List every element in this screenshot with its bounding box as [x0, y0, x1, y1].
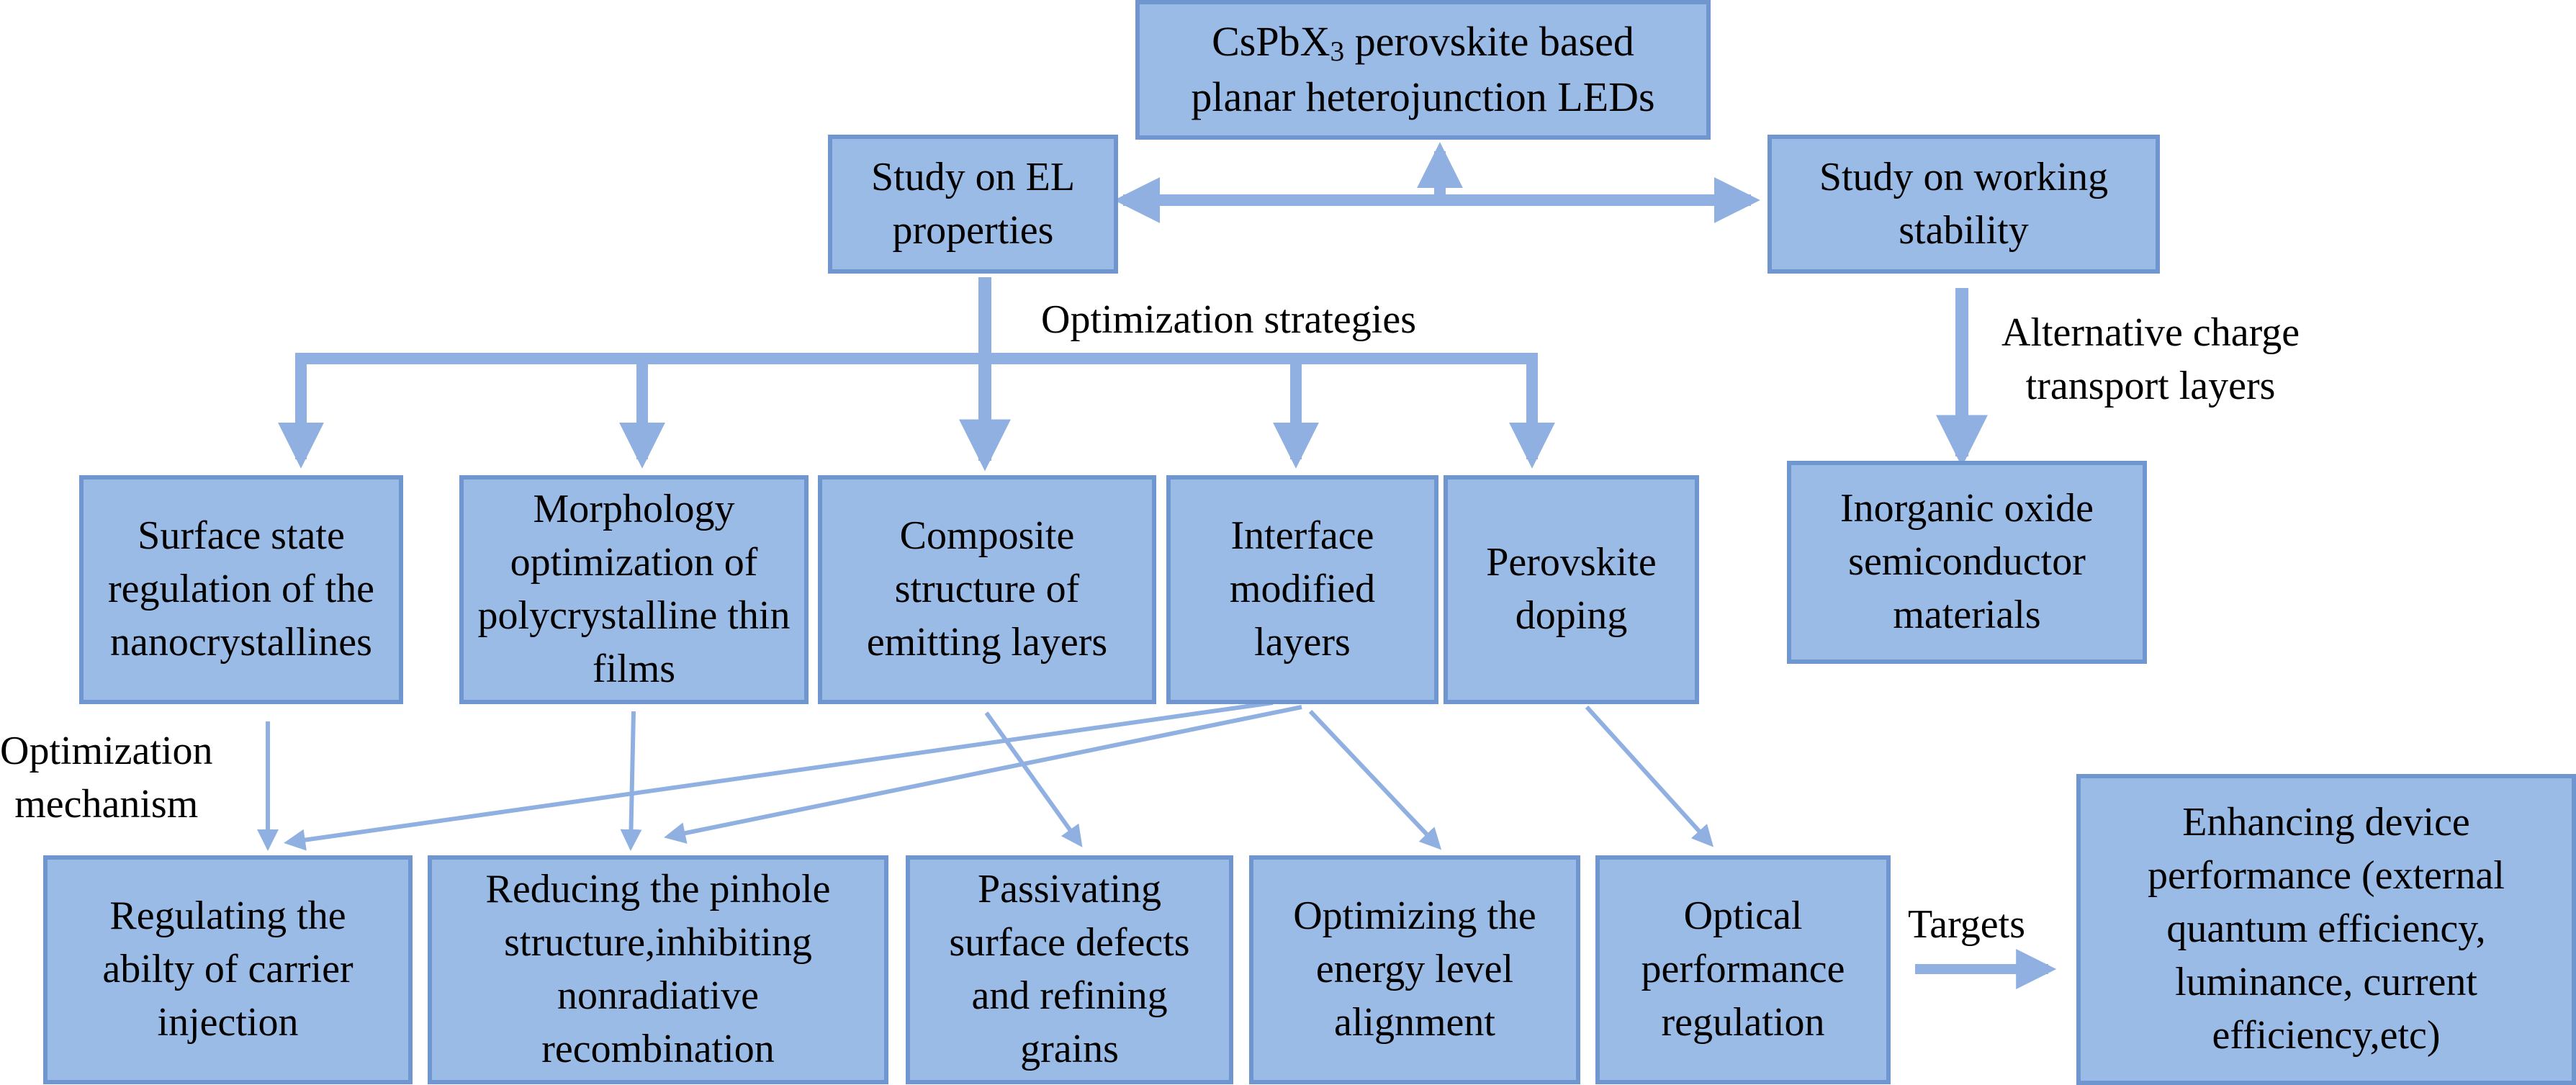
arrow-interface-to-optimizing — [1308, 709, 1442, 850]
enhancing-performance-label: Enhancing device performance (external q… — [2148, 800, 2505, 1058]
strategy-surface-state-label: Surface state regulation of the nanocrys… — [107, 513, 375, 665]
mechanism-energy-level: Optimizing the energy level alignment — [1249, 855, 1580, 1084]
enhancing-performance-box: Enhancing device performance (external q… — [2076, 774, 2576, 1085]
targets-label: Targets — [1908, 902, 2025, 947]
strategy-morphology-label: Morphology optimization of polycrystalli… — [477, 487, 791, 691]
arrow-interface-to-regulating — [284, 701, 1274, 851]
strategy-composite: Composite structure of emitting layers — [818, 475, 1156, 704]
top-title-text: CsPbX3 perovskite based planar heterojun… — [1191, 14, 1654, 125]
study-el-label: Study on EL properties — [870, 154, 1076, 253]
optimization-strategies-label: Optimization strategies — [1041, 297, 1416, 342]
mechanism-pinhole: Reducing the pinhole structure,inhibitin… — [428, 855, 888, 1084]
strategy-interface: Interface modified layers — [1166, 475, 1438, 704]
mechanism-carrier-injection-label: Regulating the abilty of carrier injecti… — [102, 893, 353, 1045]
study-stability-label: Study on working stability — [1819, 154, 2109, 253]
strategy-doping-label: Perovskite doping — [1486, 540, 1657, 638]
strategy-morphology: Morphology optimization of polycrystalli… — [459, 475, 809, 704]
mechanism-line1: Optimization — [0, 729, 213, 773]
top-title-suffix: perovskite based — [1344, 18, 1634, 66]
arrow-morphology-to-reducing — [620, 711, 642, 851]
strategy-surface-state: Surface state regulation of the nanocrys… — [79, 475, 403, 704]
alt-ctl-line2: transport layers — [2025, 363, 2276, 408]
inorganic-oxide-label: Inorganic oxide semiconductor materials — [1840, 486, 2094, 637]
mechanism-passivating: Passivating surface defects and refining… — [906, 855, 1233, 1084]
mechanism-optical-label: Optical performance regulation — [1641, 893, 1845, 1045]
alt-ctl-label: Alternative charge transport layers — [2001, 307, 2300, 413]
mechanism-label: Optimization mechanism — [0, 725, 213, 832]
study-stability-box: Study on working stability — [1767, 135, 2160, 274]
mechanism-line2: mechanism — [14, 781, 199, 827]
arrow-doping-to-optical — [1585, 705, 1714, 847]
mechanism-energy-level-label: Optimizing the energy level alignment — [1293, 893, 1536, 1045]
top-title-subscript: 3 — [1330, 35, 1345, 68]
arrow-interface-to-reducing — [664, 705, 1302, 844]
top-title-line2: planar heterojunction LEDs — [1191, 73, 1655, 120]
mechanism-carrier-injection: Regulating the abilty of carrier injecti… — [43, 855, 413, 1084]
top-title-box: CsPbX3 perovskite based planar heterojun… — [1135, 0, 1711, 140]
alt-ctl-line1: Alternative charge — [2001, 310, 2300, 355]
study-el-box: Study on EL properties — [828, 135, 1118, 274]
inorganic-oxide-box: Inorganic oxide semiconductor materials — [1787, 461, 2147, 664]
strategy-composite-label: Composite structure of emitting layers — [866, 513, 1108, 665]
top-title-prefix: CsPbX — [1212, 18, 1330, 66]
mechanism-optical: Optical performance regulation — [1595, 855, 1891, 1084]
mechanism-passivating-label: Passivating surface defects and refining… — [949, 867, 1190, 1071]
mechanism-pinhole-label: Reducing the pinhole structure,inhibitin… — [485, 867, 831, 1071]
arrow-composite-to-passivating — [984, 711, 1083, 847]
strategy-doping: Perovskite doping — [1444, 475, 1699, 704]
strategy-interface-label: Interface modified layers — [1229, 513, 1376, 665]
